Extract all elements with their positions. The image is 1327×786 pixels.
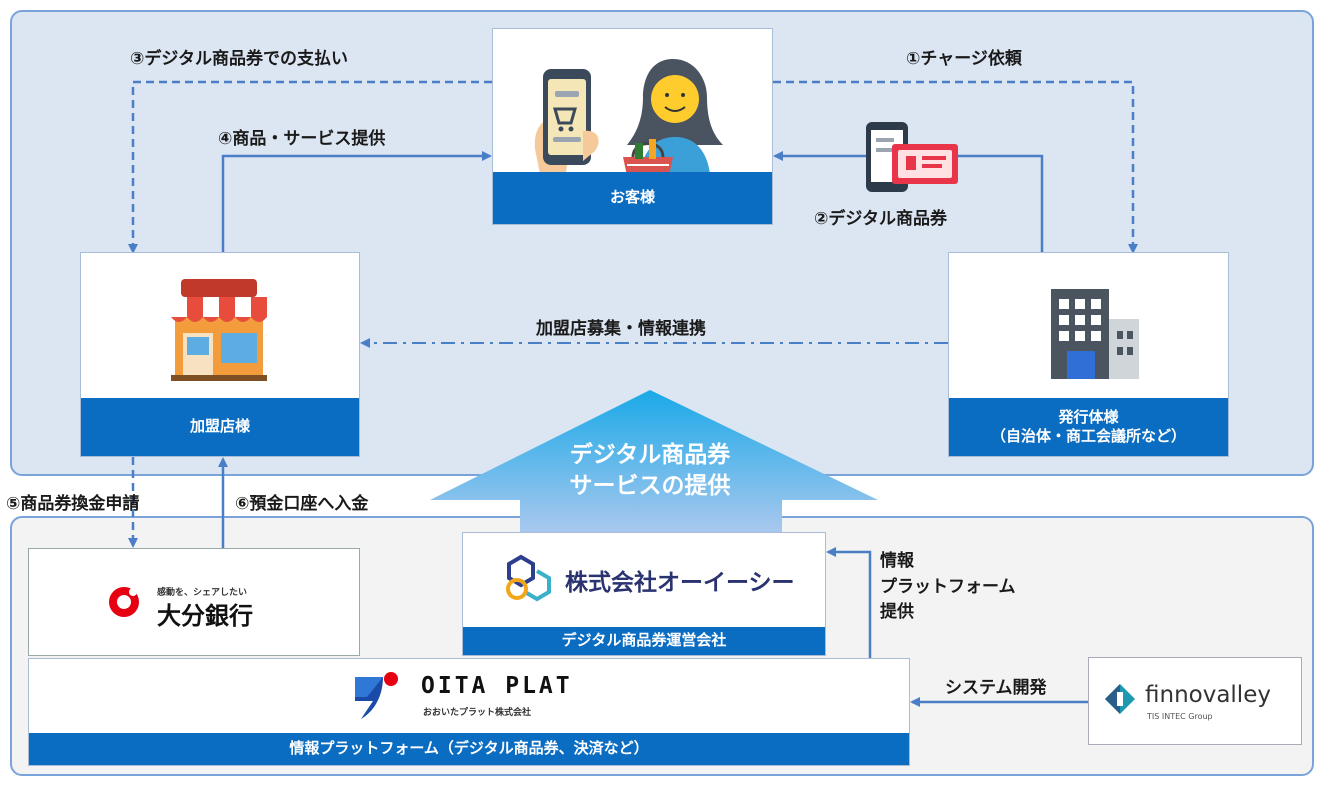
deposit-label: ⑥預金口座へ入金 bbox=[235, 494, 369, 514]
recruitment-label: 加盟店募集・情報連携 bbox=[536, 319, 706, 339]
provide-goods-arrow bbox=[221, 151, 492, 252]
customer-label: お客様 bbox=[493, 172, 772, 224]
service-up-arrow bbox=[430, 390, 878, 532]
issuer-label: 発行体様 （自治体・商工会議所など） bbox=[949, 398, 1228, 456]
merchant-label: 加盟店様 bbox=[81, 398, 359, 456]
customer-card: お客様 bbox=[492, 28, 773, 225]
service-arrow-text: デジタル商品券 サービスの提供 bbox=[540, 440, 760, 502]
system-dev-label: システム開発 bbox=[945, 678, 1047, 698]
storefront-icon bbox=[171, 279, 267, 381]
provide-goods-label: ④商品・サービス提供 bbox=[218, 129, 386, 149]
operator-card: 株式会社オーイーシー デジタル商品券運営会社 bbox=[462, 532, 826, 656]
finnovalley-name: finnovalley bbox=[1145, 682, 1271, 708]
info-provide-arrow bbox=[826, 547, 872, 658]
smartphone-shopper-icon bbox=[534, 59, 723, 189]
service-arrow-line1: デジタル商品券 bbox=[569, 442, 731, 468]
service-arrow-line2: サービスの提供 bbox=[569, 473, 731, 500]
payment-label: ③デジタル商品券での支払い bbox=[130, 49, 349, 69]
oita-plat-name: OITA PLAT bbox=[421, 673, 573, 699]
operator-name: 株式会社オーイーシー bbox=[565, 570, 795, 596]
merchant-card: 加盟店様 bbox=[80, 252, 360, 457]
finnovalley-card: finnovalley TIS INTEC Group bbox=[1088, 657, 1302, 745]
operator-label: デジタル商品券運営会社 bbox=[463, 627, 825, 655]
bank-logo-icon bbox=[109, 587, 139, 617]
redeem-label: ⑤商品券換金申請 bbox=[6, 494, 140, 514]
bank-card: 感動を、シェアしたい 大分銀行 bbox=[28, 548, 360, 656]
voucher-arrow bbox=[773, 151, 1044, 252]
charge-request-label: ①チャージ依頼 bbox=[906, 49, 1022, 69]
office-building-icon bbox=[1051, 289, 1139, 379]
issuer-card: 発行体様 （自治体・商工会議所など） bbox=[948, 252, 1229, 457]
oita-plat-logo-icon bbox=[355, 672, 398, 719]
oita-plat-sub: おおいたプラット株式会社 bbox=[423, 708, 532, 718]
oec-logo-icon bbox=[506, 554, 551, 602]
charge-request-arrow bbox=[773, 80, 1138, 254]
digital-voucher-label: ②デジタル商品券 bbox=[814, 209, 948, 229]
phone-voucher-icon bbox=[866, 122, 958, 192]
payment-arrow bbox=[128, 80, 492, 254]
platform-label: 情報プラットフォーム（デジタル商品券、決済など） bbox=[29, 733, 909, 765]
bank-tagline: 感動を、シェアしたい bbox=[157, 588, 248, 598]
info-provide-label: 情報 プラットフォーム 提供 bbox=[880, 551, 1016, 622]
finnovalley-logo-icon bbox=[1105, 684, 1135, 714]
platform-card: OITA PLAT おおいたプラット株式会社 情報プラットフォーム（デジタル商品… bbox=[28, 658, 910, 766]
bank-name: 大分銀行 bbox=[157, 602, 253, 630]
finnovalley-sub: TIS INTEC Group bbox=[1147, 712, 1213, 721]
